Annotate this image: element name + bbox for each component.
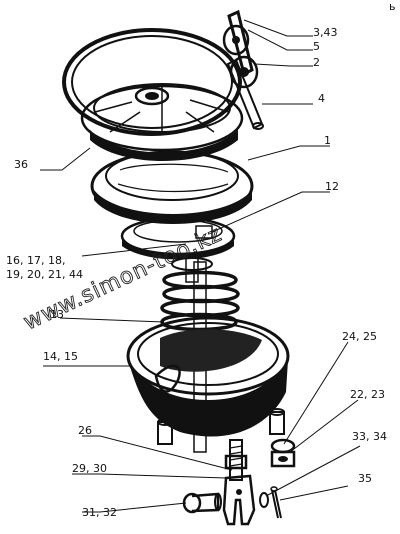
part-dome-disc bbox=[90, 150, 254, 224]
part-cap bbox=[80, 83, 244, 161]
part-clevis-pin bbox=[182, 492, 222, 514]
callout-12: 12 bbox=[325, 180, 339, 193]
corner-mark: ь bbox=[389, 0, 395, 13]
callout-1: 1 bbox=[324, 134, 331, 147]
callout-33-34: 33, 34 bbox=[352, 430, 387, 443]
callout-2: 2 bbox=[313, 56, 320, 69]
callout-16-17-18: 16, 17, 18, bbox=[6, 254, 65, 267]
part-plate bbox=[120, 216, 236, 260]
part-housing bbox=[126, 316, 290, 445]
callout-35: 35 bbox=[358, 472, 372, 485]
part-cotter-pin bbox=[270, 486, 282, 519]
parts-drawing bbox=[62, 9, 296, 526]
part-push-rod bbox=[224, 439, 248, 481]
callout-24-25: 24, 25 bbox=[342, 330, 377, 343]
callout-14-15: 14, 15 bbox=[43, 350, 78, 363]
callout-31-32: 31, 32 bbox=[82, 506, 117, 519]
part-top-ring bbox=[62, 28, 242, 136]
callout-19-20-21-44: 19, 20, 21, 44 bbox=[6, 268, 83, 281]
part-stud-nut bbox=[270, 438, 296, 468]
callout-labels: 3,43 5 2 4 1 36 12 16, 17, 18, 19, 20, 2… bbox=[6, 26, 387, 519]
callout-22-23: 22, 23 bbox=[350, 388, 385, 401]
part-rod bbox=[226, 58, 264, 130]
leader-lines bbox=[40, 19, 361, 513]
callout-29-30: 29, 30 bbox=[72, 462, 107, 475]
callout-3-43: 3,43 bbox=[313, 26, 338, 39]
callout-4: 4 bbox=[318, 92, 325, 105]
part-washer bbox=[259, 492, 269, 508]
part-washer-set bbox=[171, 255, 213, 283]
callout-5: 5 bbox=[313, 40, 320, 53]
callout-26: 26 bbox=[78, 424, 92, 437]
callout-13: 13 bbox=[50, 308, 64, 321]
callout-36: 36 bbox=[14, 158, 28, 171]
part-yoke bbox=[222, 474, 256, 526]
